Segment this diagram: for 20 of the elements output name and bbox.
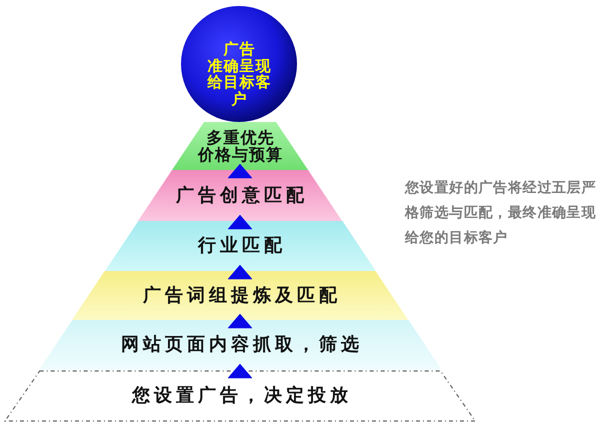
tier-label: 网站页面内容抓取，筛选 — [120, 334, 363, 356]
tier-label: 您设置广告，决定投放 — [130, 385, 352, 407]
tier-label: 广告创意匹配 — [174, 184, 308, 206]
pyramid-tier — [38, 320, 442, 370]
arrow — [228, 214, 252, 230]
sphere-text: 广告 — [222, 41, 256, 58]
tier-label: 行业匹配 — [196, 235, 286, 257]
pyramid-tier — [4, 370, 476, 422]
arrow — [228, 164, 252, 178]
arrow — [228, 314, 252, 328]
tier-label: 广告词组提炼及匹配 — [142, 284, 341, 306]
tier-label: 价格与预算 — [196, 146, 283, 163]
tier-label: 多重优先 — [206, 129, 274, 146]
arrow — [228, 364, 252, 378]
sphere-text: 准确呈现给目标客户 — [206, 58, 272, 107]
pyramid-tier — [138, 170, 342, 221]
note-text: 您设置好的广告将经过五层严格筛选与匹配，最终准确呈现给您的目标客户 — [405, 178, 598, 248]
pyramid-tier — [72, 271, 408, 320]
pyramid-tier — [104, 221, 376, 271]
arrow — [228, 264, 252, 280]
